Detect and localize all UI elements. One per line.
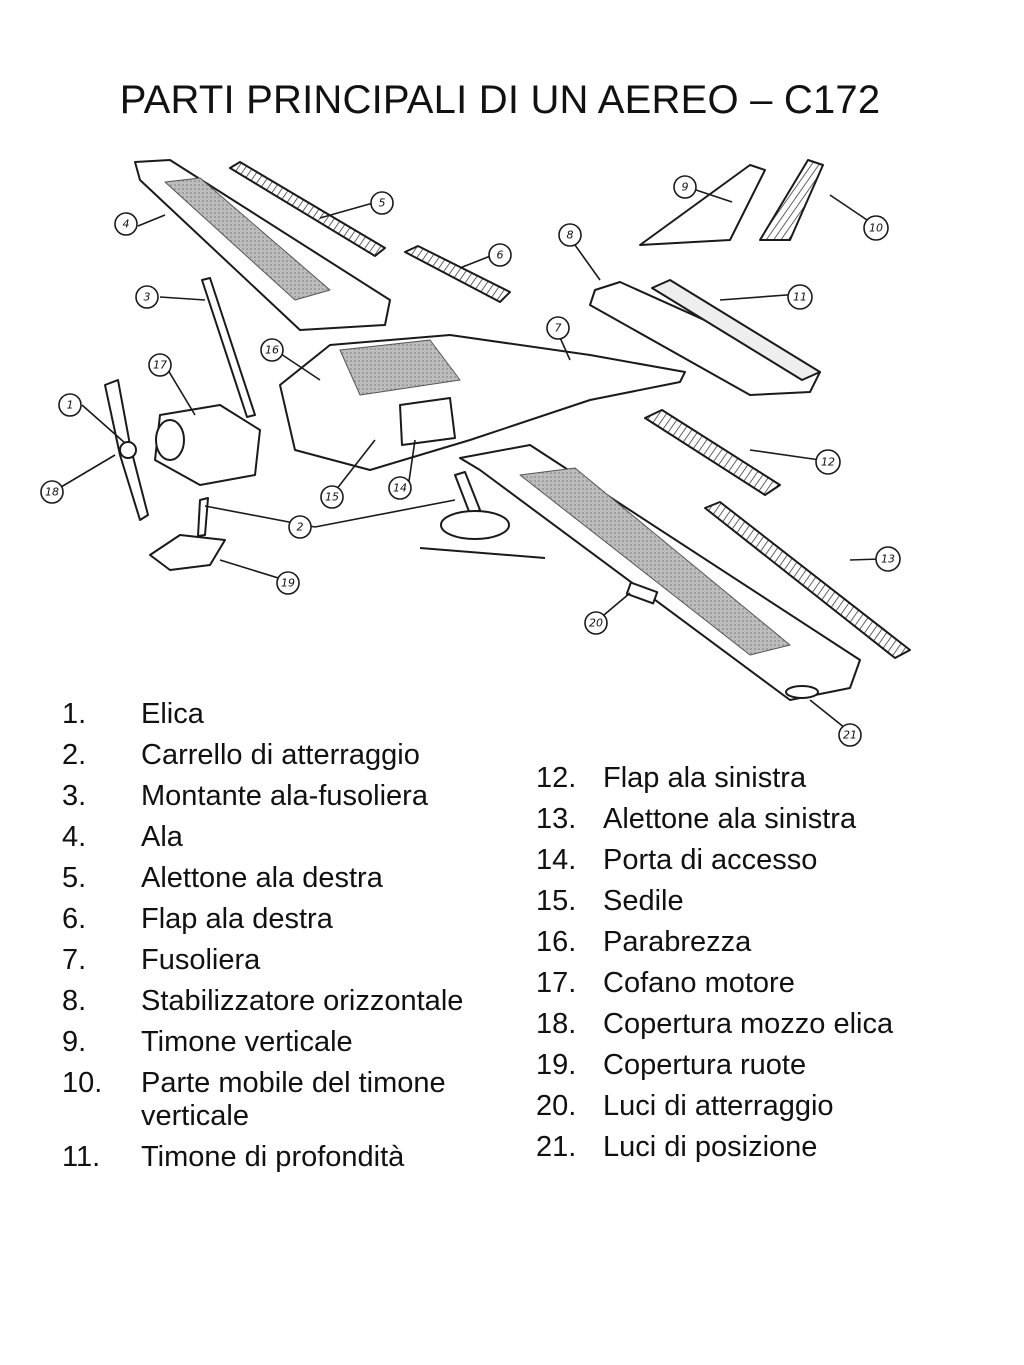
legend-label: Copertura mozzo elica: [603, 1008, 894, 1040]
legend-item: 9. Timone verticale: [62, 1022, 502, 1063]
legend-number: 21.: [536, 1131, 577, 1163]
legend-item: 21. Luci di posizione: [536, 1127, 956, 1168]
legend-number: 2.: [62, 739, 87, 771]
legend-number: 19.: [536, 1049, 577, 1081]
legend-item: 18. Copertura mozzo elica: [536, 1004, 956, 1045]
legend-number: 9.: [62, 1026, 87, 1058]
callout-20: 20: [589, 617, 603, 630]
legend-label: Alettone ala sinistra: [603, 803, 857, 835]
legend-label: Sedile: [603, 885, 684, 917]
legend-item: 14. Porta di accesso: [536, 840, 956, 881]
main-gear-shape: [454, 471, 481, 515]
legend-number: 11.: [62, 1141, 101, 1173]
legend-label: Timone verticale: [141, 1026, 353, 1058]
callout-2: 2: [297, 521, 304, 534]
legend-label: Timone di profondità: [141, 1141, 405, 1173]
legend-label: Cofano motore: [603, 967, 795, 999]
legend-label: Porta di accesso: [603, 844, 818, 876]
legend-item: 19. Copertura ruote: [536, 1045, 956, 1086]
legend-item: 1. Elica: [62, 694, 502, 735]
legend-item: 3. Montante ala-fusoliera: [62, 776, 502, 817]
legend-item: 6. Flap ala destra: [62, 899, 502, 940]
callout-15: 15: [325, 491, 339, 504]
aircraft-exploded-diagram: 1 2 3 4 5 6 7 8 9 10 11 12 13 14 15 16 1…: [40, 159, 911, 747]
legend-label: Parabrezza: [603, 926, 752, 958]
legend-number: 20.: [536, 1090, 577, 1122]
legend-number: 17.: [536, 967, 577, 999]
vertical-fin-shape: [639, 164, 766, 246]
legend-number: 13.: [536, 803, 577, 835]
right-aileron-shape: [229, 161, 386, 257]
callout-9: 9: [682, 181, 689, 194]
legend-right: 12. Flap ala sinistra 13. Alettone ala sin…: [536, 758, 956, 1168]
legend-item: 4. Ala: [62, 817, 502, 858]
left-aileron-shape: [704, 501, 911, 659]
legend-label: Luci di atterraggio: [603, 1090, 834, 1122]
legend-item: 10. Parte mobile del timone verticale: [62, 1067, 502, 1133]
legend-item: 5. Alettone ala destra: [62, 858, 502, 899]
legend-label: Luci di posizione: [603, 1131, 818, 1163]
legend-item: 7. Fusoliera: [62, 940, 502, 981]
callout-13: 13: [881, 553, 895, 566]
callout-1: 1: [67, 399, 74, 412]
horizontal-stabilizer-shape: [589, 281, 821, 396]
legend-item: 13. Alettone ala sinistra: [536, 799, 956, 840]
right-flap-shape: [404, 245, 511, 303]
callout-11: 11: [793, 291, 807, 304]
legend-number: 15.: [536, 885, 577, 917]
callout-19: 19: [281, 577, 295, 590]
legend-number: 12.: [536, 762, 577, 794]
legend-label: Ala: [141, 821, 183, 853]
callout-4: 4: [123, 218, 130, 231]
legend-number: 14.: [536, 844, 577, 876]
engine-cowling-shape: [154, 404, 261, 486]
legend-label: Montante ala-fusoliera: [141, 780, 428, 812]
legend-item: 11. Timone di profondità: [62, 1137, 502, 1178]
legend-number: 5.: [62, 862, 87, 894]
legend-label: Parte mobile del timone verticale: [141, 1067, 446, 1132]
callout-7: 7: [555, 322, 562, 335]
callout-6: 6: [497, 249, 504, 262]
legend-item: 2. Carrello di atterraggio: [62, 735, 502, 776]
legend-label: Stabilizzatore orizzontale: [141, 985, 464, 1017]
callout-14: 14: [393, 482, 407, 495]
legend-item: 17. Cofano motore: [536, 963, 956, 1004]
callout-12: 12: [821, 456, 835, 469]
callout-21: 21: [843, 729, 857, 742]
legend-number: 4.: [62, 821, 87, 853]
legend-number: 10.: [62, 1067, 103, 1099]
legend-item: 16. Parabrezza: [536, 922, 956, 963]
legend-label: Elica: [141, 698, 204, 730]
left-flap-shape: [644, 409, 781, 496]
page-title: PARTI PRINCIPALI DI UN AEREO – C172: [119, 78, 881, 122]
callout-3: 3: [144, 291, 151, 304]
legend-item: 12. Flap ala sinistra: [536, 758, 956, 799]
legend-label: Copertura ruote: [603, 1049, 807, 1081]
legend-number: 1.: [62, 698, 87, 730]
legend-item: 20. Luci di atterraggio: [536, 1086, 956, 1127]
legend-left: 1. Elica 2. Carrello di atterraggio 3. Mont…: [62, 694, 502, 1178]
legend-number: 8.: [62, 985, 87, 1017]
callout-17: 17: [153, 359, 167, 372]
callout-10: 10: [869, 222, 883, 235]
strut-shape: [201, 277, 256, 418]
legend-label: Flap ala destra: [141, 903, 333, 935]
legend-label: Carrello di atterraggio: [141, 739, 420, 771]
legend-number: 7.: [62, 944, 87, 976]
legend-number: 18.: [536, 1008, 577, 1040]
legend-item: 15. Sedile: [536, 881, 956, 922]
callout-16: 16: [265, 344, 279, 357]
legend-number: 6.: [62, 903, 87, 935]
legend-number: 3.: [62, 780, 87, 812]
legend-number: 16.: [536, 926, 577, 958]
legend-item: 8. Stabilizzatore orizzontale: [62, 981, 502, 1022]
callout-5: 5: [379, 197, 386, 210]
legend-label: Flap ala sinistra: [603, 762, 807, 794]
fuselage-shape: [279, 334, 686, 471]
callout-18: 18: [45, 486, 59, 499]
legend-label: Fusoliera: [141, 944, 261, 976]
callout-8: 8: [567, 229, 574, 242]
legend-label: Alettone ala destra: [141, 862, 383, 894]
